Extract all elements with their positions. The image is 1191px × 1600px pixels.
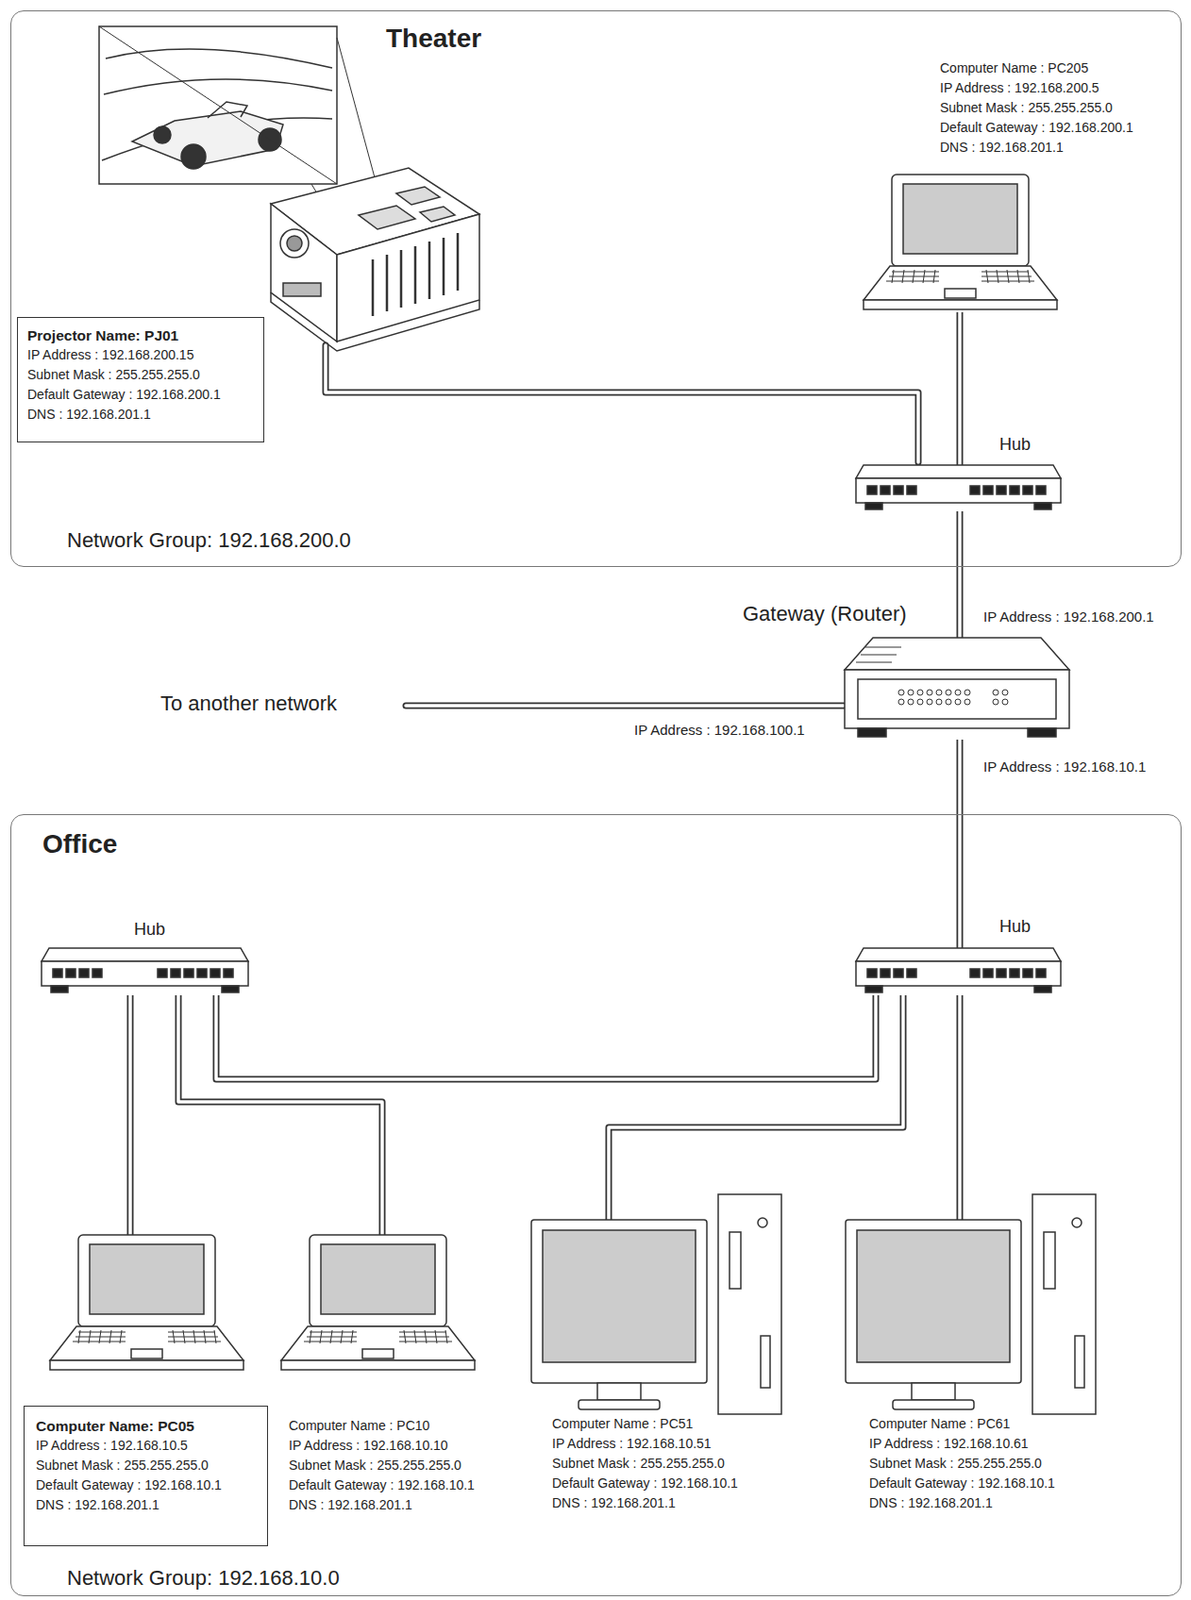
- network-setting: Default Gateway : 192.168.10.1: [552, 1474, 739, 1494]
- network-setting: Default Gateway : 192.168.10.1: [288, 1476, 475, 1496]
- info-text: Computer Name : PC51IP Address : 192.168…: [552, 1414, 739, 1514]
- info-text: Computer Name : PC61IP Address : 192.168…: [869, 1414, 1056, 1514]
- info-text: Computer Name : PC205IP Address : 192.16…: [939, 58, 1134, 158]
- network-cable: [178, 995, 383, 1236]
- device-name: Projector Name: PJ01: [27, 325, 221, 346]
- heading: Hub: [999, 917, 1031, 939]
- network-setting: IP Address : 192.168.10.10: [288, 1436, 475, 1457]
- ip-label: IP Address : 192.168.200.1: [981, 608, 1157, 626]
- network-setting: Subnet Mask : 255.255.255.0: [35, 1456, 256, 1477]
- laptop-icon: [50, 1235, 244, 1375]
- hub-icon: [855, 465, 1061, 512]
- network-setting: Default Gateway : 192.168.10.1: [869, 1474, 1056, 1494]
- network-setting: Default Gateway : 192.168.200.1: [939, 117, 1134, 138]
- network-setting: IP Address : 192.168.10.61: [869, 1434, 1056, 1455]
- computer-node: Computer Name : PC10IP Address : 192.168…: [281, 1235, 489, 1530]
- heading: Office: [42, 828, 118, 861]
- desktop-icon: [845, 1194, 1096, 1415]
- laptop-icon: [281, 1235, 475, 1375]
- network-setting: Default Gateway : 192.168.10.1: [35, 1476, 256, 1496]
- computer-node: Computer Name: PC05IP Address : 192.168.…: [23, 1235, 269, 1547]
- network-cable: [959, 312, 961, 466]
- network-setting: Subnet Mask : 255.255.255.0: [552, 1454, 739, 1475]
- network-setting: DNS : 192.168.201.1: [288, 1495, 475, 1516]
- network-setting: DNS : 192.168.201.1: [35, 1495, 256, 1516]
- network-setting: Default Gateway : 192.168.200.1: [27, 385, 221, 405]
- laptop-icon: [863, 174, 1057, 314]
- network-setting: DNS : 192.168.201.1: [939, 137, 1134, 158]
- network-cable: [608, 995, 904, 1221]
- device-name: Computer Name : PC10: [288, 1416, 475, 1437]
- device-name: Computer Name : PC205: [939, 58, 1134, 79]
- device-name: Computer Name: PC05: [35, 1416, 256, 1437]
- heading: Hub: [999, 435, 1031, 456]
- device-name: Computer Name : PC51: [552, 1414, 739, 1435]
- router-icon: [844, 637, 1070, 740]
- network-setting: Subnet Mask : 255.255.255.0: [869, 1454, 1056, 1475]
- network-setting: IP Address : 192.168.200.15: [27, 345, 221, 366]
- caption: Network Group: 192.168.10.0: [67, 1566, 340, 1592]
- hub-icon: [41, 948, 249, 996]
- network-label: To another network: [158, 691, 339, 717]
- desktop-icon: [531, 1194, 782, 1415]
- caption: Network Group: 192.168.200.0: [67, 528, 352, 554]
- uplink-cable: [405, 705, 844, 707]
- network-cable: [959, 511, 961, 638]
- heading: Gateway (Router): [742, 602, 907, 627]
- info-text: Projector Name: PJ01IP Address : 192.168…: [27, 325, 221, 425]
- network-cable: [216, 995, 876, 1080]
- network-setting: DNS : 192.168.201.1: [869, 1493, 1056, 1514]
- hub: Hub: [855, 465, 1061, 512]
- network-setting: DNS : 192.168.201.1: [552, 1493, 739, 1514]
- network-region: TheaterNetwork Group: 192.168.200.0 Proje…: [10, 10, 1182, 568]
- network-cable: [959, 739, 961, 949]
- computer-node: Computer Name : PC205IP Address : 192.16…: [863, 58, 1147, 313]
- ip-label: IP Address : 192.168.100.1: [632, 721, 807, 739]
- info-text: Computer Name: PC05IP Address : 192.168.…: [23, 1406, 269, 1547]
- device-name: Computer Name : PC61: [869, 1414, 1056, 1435]
- network-setting: DNS : 192.168.201.1: [27, 404, 221, 425]
- computer-node: Computer Name : PC51IP Address : 192.168…: [531, 1220, 785, 1530]
- hub: Hub: [855, 948, 1061, 996]
- network-setting: Subnet Mask : 255.255.255.0: [27, 365, 221, 386]
- heading: Theater: [385, 22, 482, 55]
- info-text: Computer Name : PC10IP Address : 192.168…: [288, 1416, 475, 1516]
- info-box: Projector Name: PJ01IP Address : 192.168…: [16, 317, 265, 443]
- network-cable: [130, 995, 132, 1236]
- network-setting: IP Address : 192.168.10.51: [552, 1434, 739, 1455]
- hub-icon: [855, 948, 1061, 996]
- network-setting: IP Address : 192.168.10.5: [35, 1436, 256, 1457]
- projector-cable: [325, 345, 919, 463]
- computer-node: Computer Name : PC61IP Address : 192.168…: [845, 1220, 1099, 1530]
- network-setting: IP Address : 192.168.200.5: [939, 78, 1134, 99]
- router: Gateway (Router): [844, 637, 1070, 740]
- projector: [270, 167, 480, 352]
- network-cable: [959, 995, 961, 1221]
- network-setting: Subnet Mask : 255.255.255.0: [939, 98, 1134, 118]
- network-setting: Subnet Mask : 255.255.255.0: [288, 1456, 475, 1477]
- heading: Hub: [134, 920, 166, 941]
- hub: Hub: [41, 948, 249, 996]
- ip-label: IP Address : 192.168.10.1: [981, 758, 1148, 776]
- network-region: OfficeNetwork Group: 192.168.10.0HubHubC…: [10, 814, 1182, 1597]
